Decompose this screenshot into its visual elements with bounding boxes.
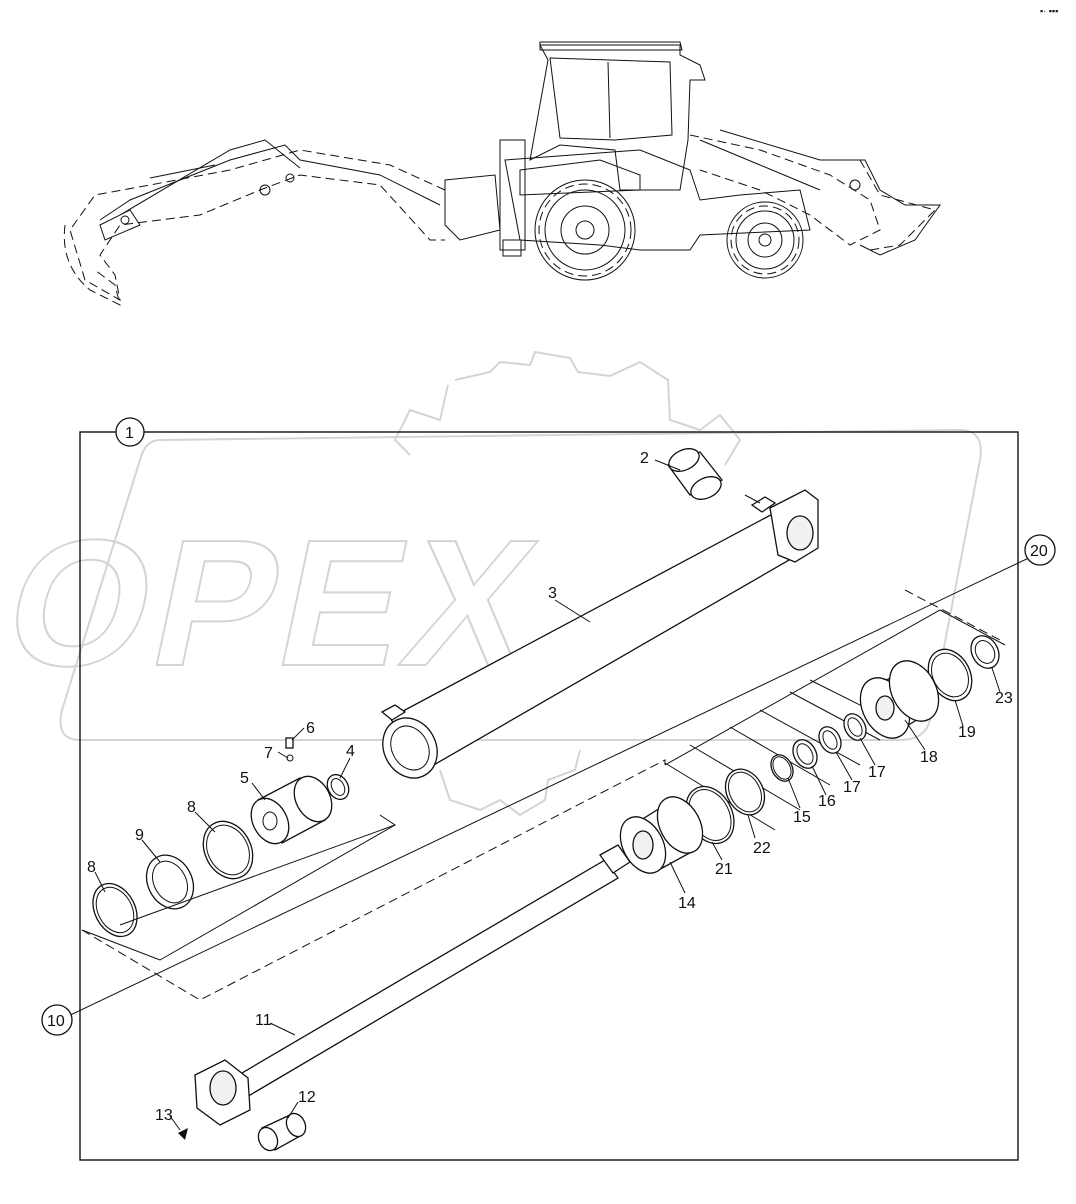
- callout-8-lower[interactable]: 8: [87, 859, 96, 876]
- callout-label: 10: [47, 1013, 65, 1030]
- piston-group: [92, 737, 350, 938]
- cylinder-barrel: [380, 489, 819, 779]
- callout-17-right[interactable]: 17: [868, 764, 886, 781]
- assembly-frame: [79, 431, 1019, 1161]
- callout-5[interactable]: 5: [240, 770, 249, 787]
- callout-label: 1: [125, 425, 134, 442]
- callout-2[interactable]: 2: [640, 450, 649, 467]
- gland-group: [619, 635, 1000, 874]
- callout-18[interactable]: 18: [920, 749, 938, 766]
- callout-19[interactable]: 19: [958, 724, 976, 741]
- seal-kit-outline: [81, 589, 1001, 1001]
- callout-23[interactable]: 23: [995, 690, 1013, 707]
- leader-lines: [94, 431, 1001, 1131]
- callout-9[interactable]: 9: [135, 827, 144, 844]
- callout-6[interactable]: 6: [306, 720, 315, 737]
- callout-1[interactable]: 1: [115, 417, 145, 447]
- callout-22[interactable]: 22: [753, 840, 771, 857]
- callout-3[interactable]: 3: [548, 585, 557, 602]
- callout-12[interactable]: 12: [298, 1089, 316, 1106]
- callouts: 1 10 20 2 3 4 5 6 7 8 9 8 11 12 13 14 15…: [41, 417, 1056, 1124]
- callout-21[interactable]: 21: [715, 861, 733, 878]
- callout-17-left[interactable]: 17: [843, 779, 861, 796]
- opex-watermark: OPEX: [0, 350, 982, 817]
- callout-13[interactable]: 13: [155, 1107, 173, 1124]
- callout-15[interactable]: 15: [793, 809, 811, 826]
- callout-label: 20: [1030, 543, 1048, 560]
- watermark-text: OPEX: [0, 502, 558, 704]
- callout-4[interactable]: 4: [346, 743, 355, 760]
- callout-8-upper[interactable]: 8: [187, 799, 196, 816]
- backhoe-loader-illustration: [63, 41, 941, 306]
- callout-11[interactable]: 11: [255, 1012, 272, 1029]
- callout-20[interactable]: 20: [1024, 534, 1056, 566]
- callout-16[interactable]: 16: [818, 793, 836, 810]
- piston-rod: [178, 844, 631, 1152]
- callout-7[interactable]: 7: [264, 745, 273, 762]
- callout-10[interactable]: 10: [41, 1004, 73, 1036]
- callout-14[interactable]: 14: [678, 895, 696, 912]
- front-wheel: [726, 201, 804, 279]
- corner-mark: ▪· ▪▪▪: [1040, 6, 1058, 16]
- rear-wheel: [534, 179, 636, 281]
- bushing-top: [666, 448, 724, 500]
